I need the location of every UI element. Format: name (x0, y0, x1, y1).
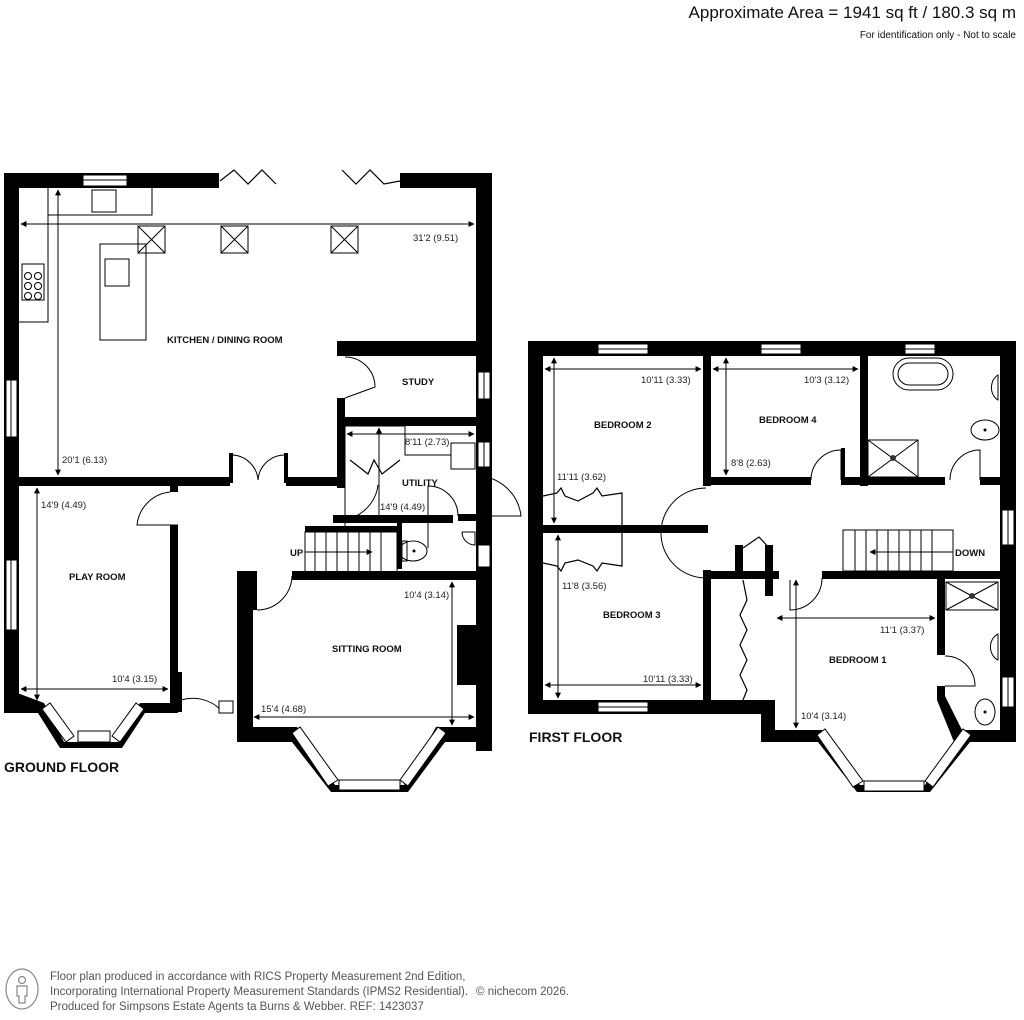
footer-line-2: Incorporating International Property Mea… (50, 986, 569, 998)
room-label-sitting-room: SITTING ROOM (332, 644, 402, 655)
room-label-kitchen: KITCHEN / DINING ROOM (167, 335, 283, 346)
svg-text:14'9 (4.49): 14'9 (4.49) (41, 500, 86, 511)
room-label-study: STUDY (402, 377, 435, 388)
first-floor-label: FIRST FLOOR (529, 729, 622, 745)
room-label-bedroom-3: BEDROOM 3 (603, 610, 661, 621)
footer-line-3: Produced for Simpsons Estate Agents ta B… (50, 1001, 424, 1013)
approximate-area: Approximate Area = 1941 sq ft / 180.3 sq… (688, 3, 1016, 22)
copyright: © nichecom 2026. (476, 986, 569, 998)
room-label-bedroom-1: BEDROOM 1 (829, 655, 887, 666)
room-label-bedroom-2: BEDROOM 2 (594, 420, 652, 431)
svg-text:11'8 (3.56): 11'8 (3.56) (562, 581, 606, 592)
footer-credits: Floor plan produced in accordance with R… (50, 970, 569, 1015)
svg-text:8'8 (2.63): 8'8 (2.63) (731, 458, 771, 469)
room-label-play-room: PLAY ROOM (69, 572, 126, 583)
svg-text:10'11 (3.33): 10'11 (3.33) (641, 375, 691, 386)
first-floor-plan: DOWN 10'11 (3.33) 11'11 (3.62) 10'3 (3.1… (528, 341, 1016, 792)
svg-text:14'9 (4.49): 14'9 (4.49) (380, 502, 425, 513)
svg-text:10'11 (3.33): 10'11 (3.33) (643, 674, 693, 685)
svg-text:10'4 (3.14): 10'4 (3.14) (801, 711, 846, 722)
room-label-bedroom-4: BEDROOM 4 (759, 415, 817, 426)
room-label-utility: UTILITY (402, 478, 439, 489)
stairs-up-label: UP (290, 548, 304, 559)
stairs-down-label: DOWN (955, 548, 985, 559)
svg-text:10'4 (3.14): 10'4 (3.14) (404, 590, 449, 601)
svg-text:10'3 (3.12): 10'3 (3.12) (804, 375, 849, 386)
svg-text:10'4 (3.15): 10'4 (3.15) (112, 674, 157, 685)
svg-text:31'2 (9.51): 31'2 (9.51) (413, 233, 458, 244)
ground-floor-label: GROUND FLOOR (4, 759, 119, 775)
svg-text:8'11 (2.73): 8'11 (2.73) (405, 437, 449, 448)
floor-plan: UP 31'2 (9.51) 20'1 (6.13) 8'11 (2.73) (4, 169, 1016, 792)
footer-line-1: Floor plan produced in accordance with R… (50, 971, 466, 983)
svg-text:15'4 (4.68): 15'4 (4.68) (261, 704, 306, 715)
ground-floor-plan: UP 31'2 (9.51) 20'1 (6.13) 8'11 (2.73) (4, 169, 522, 792)
svg-text:11'11 (3.62): 11'11 (3.62) (557, 472, 606, 483)
svg-text:20'1 (6.13): 20'1 (6.13) (62, 455, 107, 466)
scale-note: For identification only - Not to scale (859, 30, 1016, 41)
person-icon (5, 968, 39, 1010)
svg-text:11'1 (3.37): 11'1 (3.37) (880, 625, 924, 636)
